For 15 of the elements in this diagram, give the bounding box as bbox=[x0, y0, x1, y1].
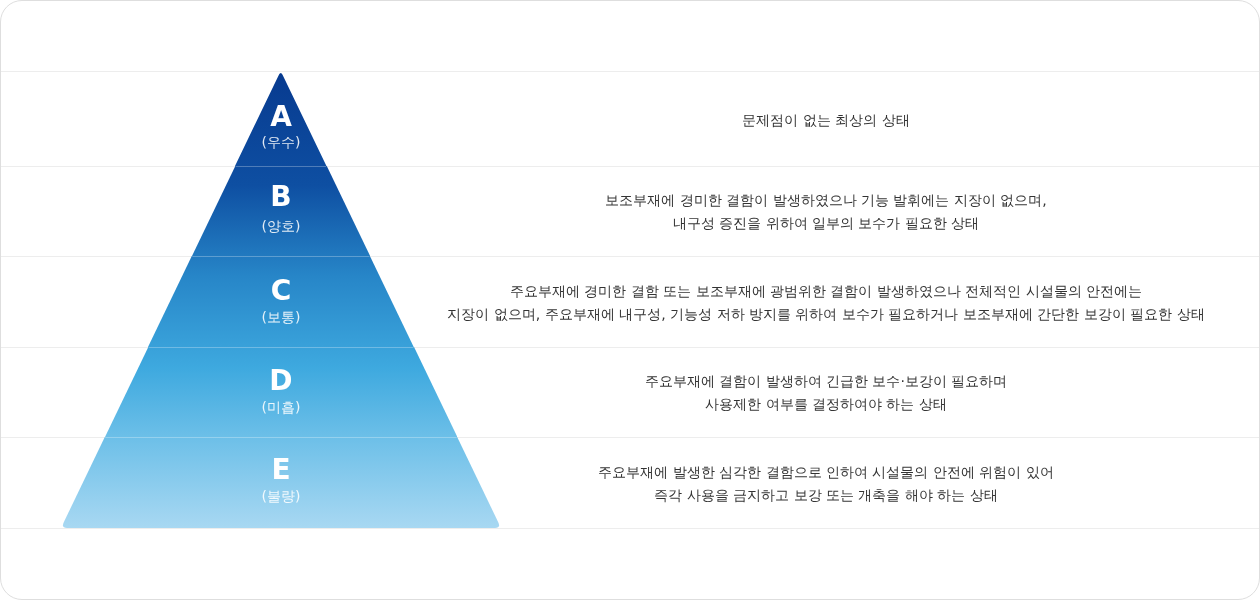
grade-label: (불량) bbox=[261, 488, 301, 504]
grade-letter: C bbox=[270, 277, 292, 305]
grade-letter: E bbox=[271, 456, 291, 484]
grade-label: (양호) bbox=[261, 218, 301, 234]
grade-letter: B bbox=[270, 183, 292, 211]
grade-label: (보통) bbox=[261, 309, 301, 325]
grade-label: (미흡) bbox=[261, 399, 301, 415]
description-text: 주요부재에 결함이 발생하여 긴급한 보수·보강이 필요하며 사용제한 여부를 결정하여야 하는 상태 bbox=[644, 372, 1008, 414]
description-text: 주요부재에 경미한 결함 또는 보조부재에 광범위한 결함이 발생하였으나 전체적인 시설물의 안전에는 지장이 없으며, 주요부재에 내구성, 기능성 저하 방지를 위하여 보수가 필요하거나 보조부재에 간단한 보강이 필요한 상태 bbox=[447, 281, 1205, 324]
description-text: 주요부재에 발생한 심각한 결함으로 인하여 시설물의 안전에 위험이 있어 즉각 사용을 금지하고 보강 또는 개축을 해야 하는 상태 bbox=[598, 462, 1054, 505]
description-text: 문제점이 없는 최상의 상태 bbox=[742, 110, 910, 130]
grade-letter: A bbox=[270, 103, 292, 131]
description-text: 보조부재에 경미한 결함이 발생하였으나 기능 발휘에는 지장이 없으며, 내구성 증진을 위하여 일부의 보수가 필요한 상태 bbox=[605, 191, 1047, 233]
grade-label: (우수) bbox=[261, 134, 301, 150]
grade-letter: D bbox=[269, 367, 293, 395]
